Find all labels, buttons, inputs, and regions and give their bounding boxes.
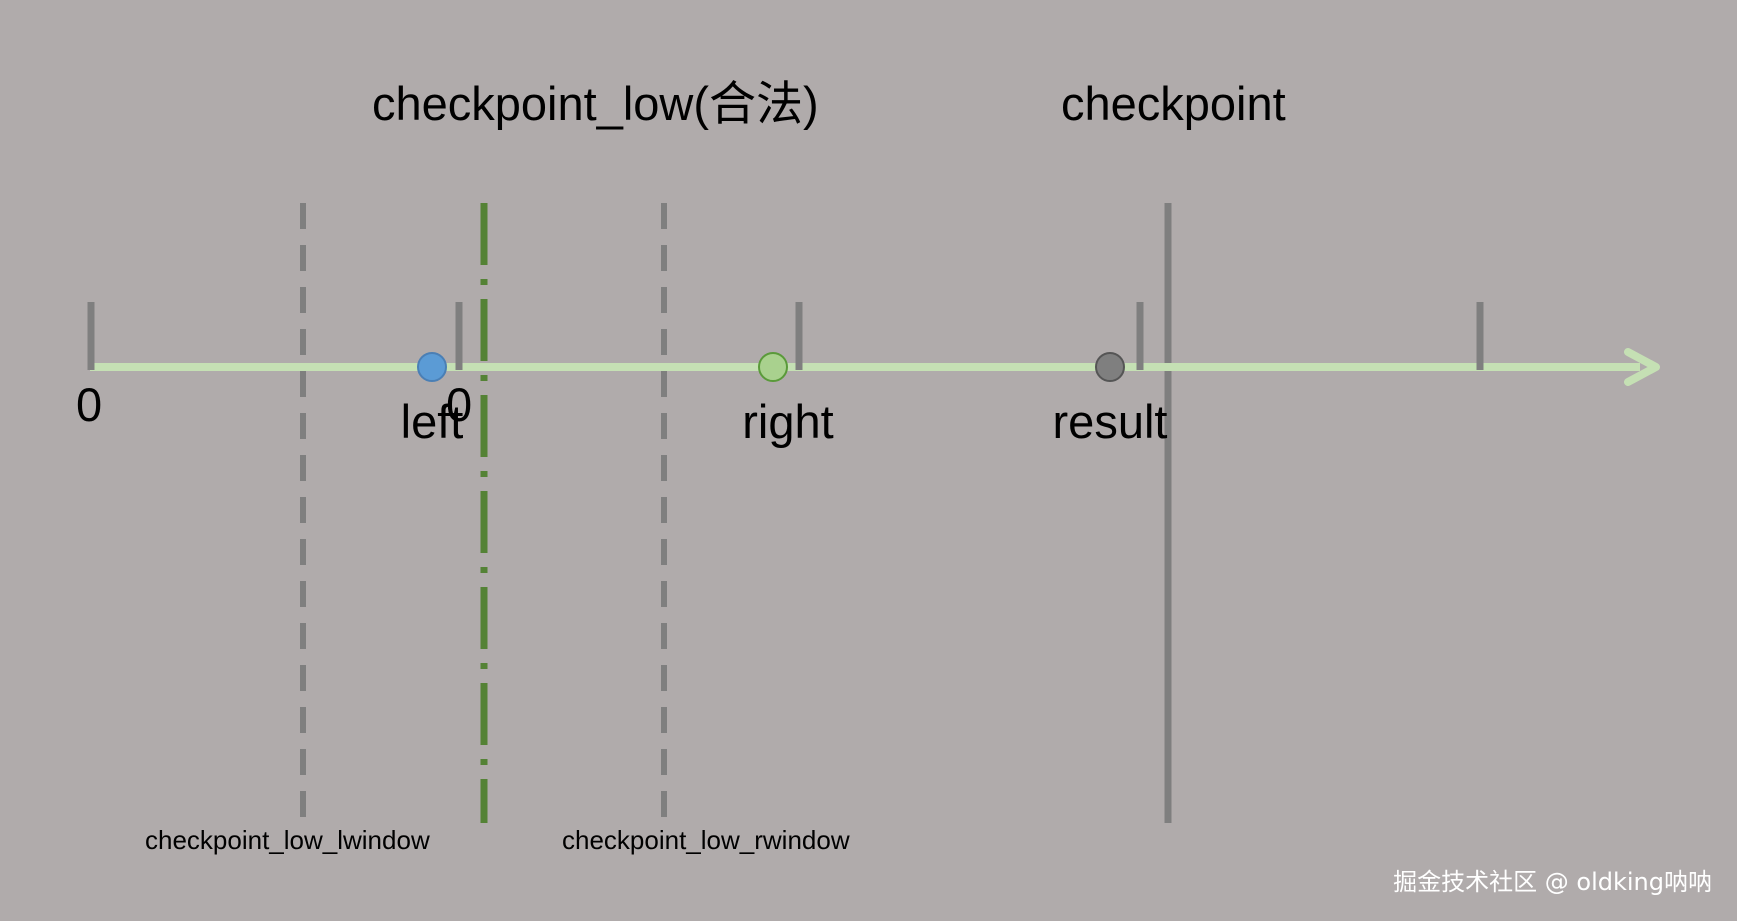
- watermark-text: 掘金技术社区 @ oldking呐呐: [1393, 868, 1712, 896]
- axis-arrowhead: [1624, 348, 1660, 386]
- lwindow-label: checkpoint_low_lwindow: [145, 825, 430, 855]
- tick-label-zero: 0: [446, 378, 472, 431]
- checkpoint-title: checkpoint: [1061, 77, 1286, 130]
- rwindow-label: checkpoint_low_rwindow: [562, 825, 850, 855]
- left-point-marker: [417, 352, 447, 382]
- result-point-marker: [1095, 352, 1125, 382]
- right-point-marker: [758, 352, 788, 382]
- checkpoint-low-title: checkpoint_low(合法): [372, 77, 819, 130]
- result-point-label: result: [1053, 395, 1168, 448]
- left-point-label: left: [401, 395, 464, 448]
- tick-label-zero: 0: [76, 378, 102, 431]
- right-point-label: right: [742, 395, 833, 448]
